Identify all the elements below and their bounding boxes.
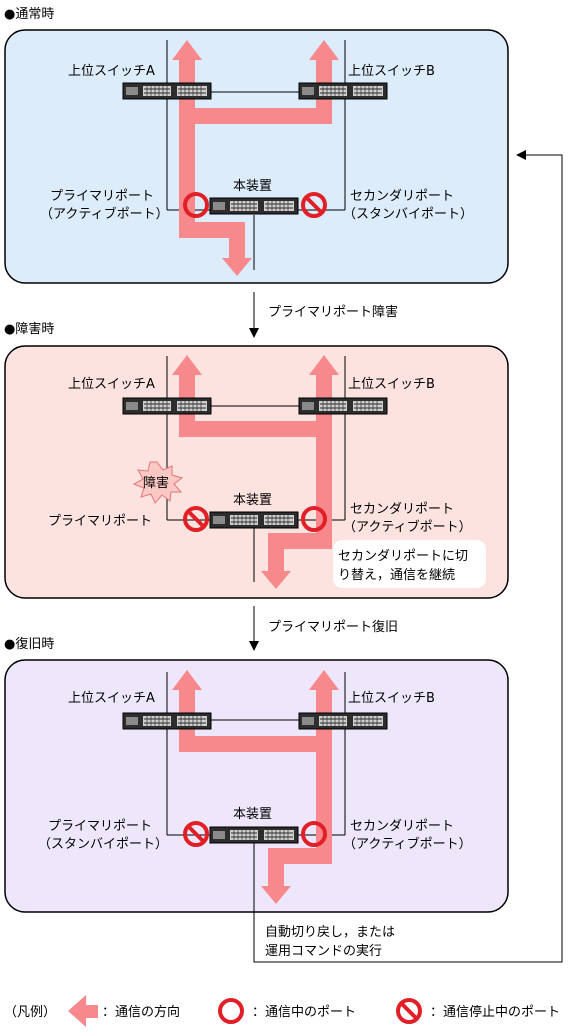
primary-port-role: （スタンバイポート） xyxy=(38,837,168,852)
section-heading: ●復旧時 xyxy=(4,636,54,652)
switch-b-device xyxy=(298,82,388,100)
transition-failure: プライマリポート障害 xyxy=(249,292,398,338)
legend: （凡例） ：通信の方向 ：通信中のポート ：通信停止中のポート xyxy=(4,995,560,1027)
switch-b-label: 上位スイッチB xyxy=(348,377,435,392)
device-label: 本装置 xyxy=(233,807,272,822)
switch-b-device xyxy=(298,397,388,415)
switch-b-label: 上位スイッチB xyxy=(348,64,435,79)
device-label: 本装置 xyxy=(233,493,272,508)
note-text-line1: セカンダリポートに切 xyxy=(338,549,468,564)
fault-burst: 障害 xyxy=(132,461,184,504)
revert-label-line1: 自動切り戻し，または xyxy=(265,925,395,940)
transition-label: プライマリポート障害 xyxy=(268,304,398,320)
legend-blocked-label: ：通信停止中のポート xyxy=(430,1004,560,1020)
switch-a-label: 上位スイッチA xyxy=(68,377,155,392)
down-arrow-icon xyxy=(249,641,259,651)
secondary-port-label: セカンダリポート xyxy=(350,819,454,834)
switch-a-device xyxy=(122,712,212,730)
primary-port-label: プライマリポート xyxy=(48,819,152,834)
secondary-port-label: セカンダリポート xyxy=(350,189,454,204)
switch-a-device xyxy=(122,82,212,100)
switch-b-device xyxy=(298,712,388,730)
secondary-port-role: （アクティブポート） xyxy=(343,836,472,852)
section-failure: ●障害時 上位スイッチA 上位スイッチB 本装置 プライマリポート セカンダ xyxy=(4,321,509,599)
switch-a-label: 上位スイッチA xyxy=(68,691,155,706)
section-recovery: ●復旧時 上位スイッチA 上位スイッチB 本装置 プライマリポート （スタン xyxy=(4,636,509,913)
fault-label: 障害 xyxy=(143,475,169,491)
note-bubble: セカンダリポートに切 り替え，通信を継続 xyxy=(333,540,486,588)
down-arrow-icon xyxy=(249,328,259,338)
switch-b-label: 上位スイッチB xyxy=(348,691,435,706)
secondary-port-label: セカンダリポート xyxy=(350,502,454,517)
legend-title: （凡例） xyxy=(4,1005,56,1020)
explosion-icon xyxy=(132,461,184,504)
revert-label-line2: 運用コマンドの実行 xyxy=(265,943,382,959)
this-device xyxy=(209,826,299,844)
left-arrow-icon xyxy=(516,150,526,160)
legend-blocked-port-icon xyxy=(396,998,422,1024)
transition-label: プライマリポート復旧 xyxy=(268,619,398,635)
legend-flow-label: ：通信の方向 xyxy=(102,1004,180,1020)
secondary-port-role: （アクティブポート） xyxy=(343,519,472,535)
primary-port-label: プライマリポート xyxy=(48,514,152,529)
note-text-line2: り替え，通信を継続 xyxy=(338,568,455,583)
legend-arrow-icon xyxy=(68,995,98,1027)
primary-port-label: プライマリポート xyxy=(50,189,154,204)
legend-active-port-icon xyxy=(218,998,244,1024)
this-device xyxy=(209,511,299,529)
revert-loop: 自動切り戻し，または 運用コマンドの実行 xyxy=(253,150,563,963)
this-device xyxy=(209,197,299,215)
traffic-flow-arrow xyxy=(172,670,339,904)
switch-a-label: 上位スイッチA xyxy=(68,64,155,79)
section-heading: ●障害時 xyxy=(4,321,54,337)
legend-active-label: ：通信中のポート xyxy=(252,1005,356,1020)
secondary-port-role: （スタンバイポート） xyxy=(343,207,473,222)
switch-a-device xyxy=(122,397,212,415)
section-normal: ●通常時 上位スイッチA 上位スイッチB 本装置 プライマリポー xyxy=(4,7,509,284)
device-label: 本装置 xyxy=(233,179,272,194)
transition-recovery: プライマリポート復旧 xyxy=(249,606,398,651)
primary-port-role: （アクティブポート） xyxy=(40,206,169,222)
section-heading: ●通常時 xyxy=(4,7,54,22)
topology-lines xyxy=(166,672,346,912)
